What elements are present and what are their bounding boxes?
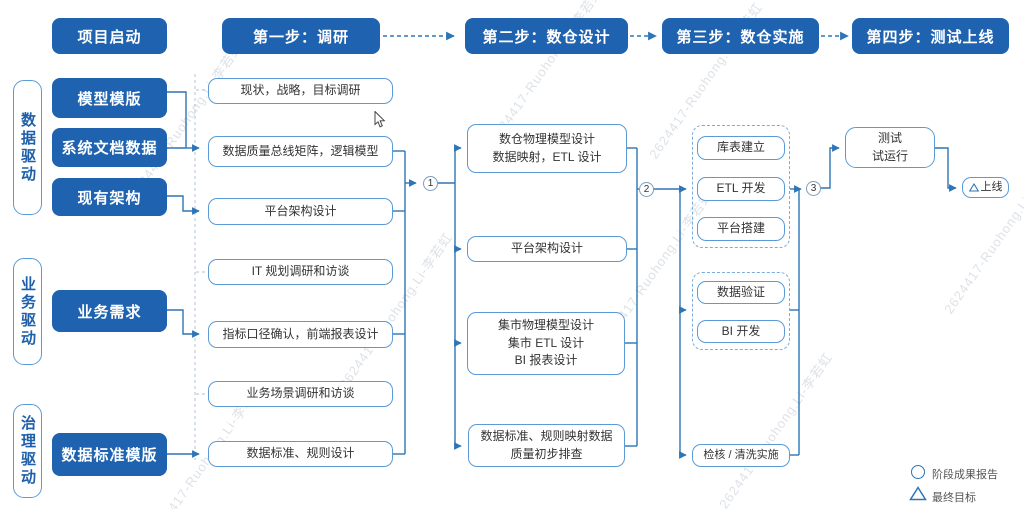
stage-box-step1: 第一步：调研 xyxy=(222,18,380,54)
task-box-status-strategy-research: 现状，战略，目标调研 xyxy=(208,78,393,104)
milestone-marker-3: 3 xyxy=(806,181,821,196)
task-box-data-standard-rule-design: 数据标准、规则设计 xyxy=(208,441,393,467)
stage-box-step3: 第三步：数仓实施 xyxy=(662,18,819,54)
legend-label-stage-report: 阶段成果报告 xyxy=(932,469,998,481)
task-box-platform-setup: 平台搭建 xyxy=(697,217,785,241)
group-dw-implementation xyxy=(692,125,790,248)
task-box-business-scenario-interviews: 业务场景调研和访谈 xyxy=(208,381,393,407)
task-line: 数据标准、规则映射数据 xyxy=(480,429,613,444)
triangle-icon xyxy=(968,183,979,192)
task-box-data-quality-bus-matrix: 数据质量总线矩阵，逻辑模型 xyxy=(208,136,393,167)
task-box-mart-model-etl-bi: 集市物理模型设计 集市 ETL 设计 BI 报表设计 xyxy=(467,312,625,375)
launch-label: 上线 xyxy=(980,180,1003,193)
task-line: 数据映射，ETL 设计 xyxy=(492,149,602,164)
task-box-launch: 上线 xyxy=(962,177,1009,198)
input-box-business-requirements: 业务需求 xyxy=(52,290,167,332)
task-box-platform-architecture-design-1: 平台架构设计 xyxy=(208,198,393,225)
task-line: 集市物理模型设计 xyxy=(497,318,594,333)
task-box-data-quality-preliminary-check: 数据标准、规则映射数据 质量初步排查 xyxy=(468,424,625,467)
legend-label-final-goal: 最终目标 xyxy=(932,492,976,504)
task-line: 试运行 xyxy=(871,148,908,163)
input-box-data-standard-template: 数据标准模版 xyxy=(52,433,167,476)
driver-label-data: 数据驱动 xyxy=(13,80,42,215)
task-line: 数仓物理模型设计 xyxy=(498,132,595,147)
group-validation-bi xyxy=(692,272,790,350)
stage-box-step4: 第四步：测试上线 xyxy=(852,18,1009,54)
task-box-platform-architecture-design-2: 平台架构设计 xyxy=(467,236,627,262)
task-box-bi-development: BI 开发 xyxy=(697,320,785,343)
task-line: 质量初步排查 xyxy=(510,446,583,461)
task-box-test-trial-run: 测试 试运行 xyxy=(845,127,935,168)
task-box-check-cleaning: 检核 / 清洗实施 xyxy=(692,444,790,467)
input-box-system-doc-data: 系统文档数据 xyxy=(52,128,167,167)
task-line: 平台架构设计 xyxy=(510,241,583,256)
stage-box-step2: 第二步：数仓设计 xyxy=(465,18,628,54)
legend-circle-icon xyxy=(911,465,925,479)
driver-label-governance: 治理驱动 xyxy=(13,404,42,498)
milestone-marker-1: 1 xyxy=(423,176,438,191)
input-box-existing-architecture: 现有架构 xyxy=(52,178,167,216)
task-box-table-creation: 库表建立 xyxy=(697,136,785,160)
task-line: BI 报表设计 xyxy=(514,353,578,368)
task-box-it-planning-interviews: IT 规划调研和访谈 xyxy=(208,259,393,285)
task-box-dw-physical-model-etl: 数仓物理模型设计 数据映射，ETL 设计 xyxy=(467,124,627,173)
stage-box-project-start: 项目启动 xyxy=(52,18,167,54)
task-line: 测试 xyxy=(877,131,902,146)
task-line: 集市 ETL 设计 xyxy=(507,335,585,350)
milestone-marker-2: 2 xyxy=(639,182,654,197)
task-box-etl-development: ETL 开发 xyxy=(697,177,785,201)
input-box-model-template: 模型模版 xyxy=(52,78,167,118)
driver-label-business: 业务驱动 xyxy=(13,258,42,365)
mouse-cursor-icon xyxy=(374,111,386,128)
task-box-indicator-report-design: 指标口径确认，前端报表设计 xyxy=(208,321,393,348)
legend-triangle-icon xyxy=(909,486,927,501)
task-box-data-validation: 数据验证 xyxy=(697,281,785,304)
